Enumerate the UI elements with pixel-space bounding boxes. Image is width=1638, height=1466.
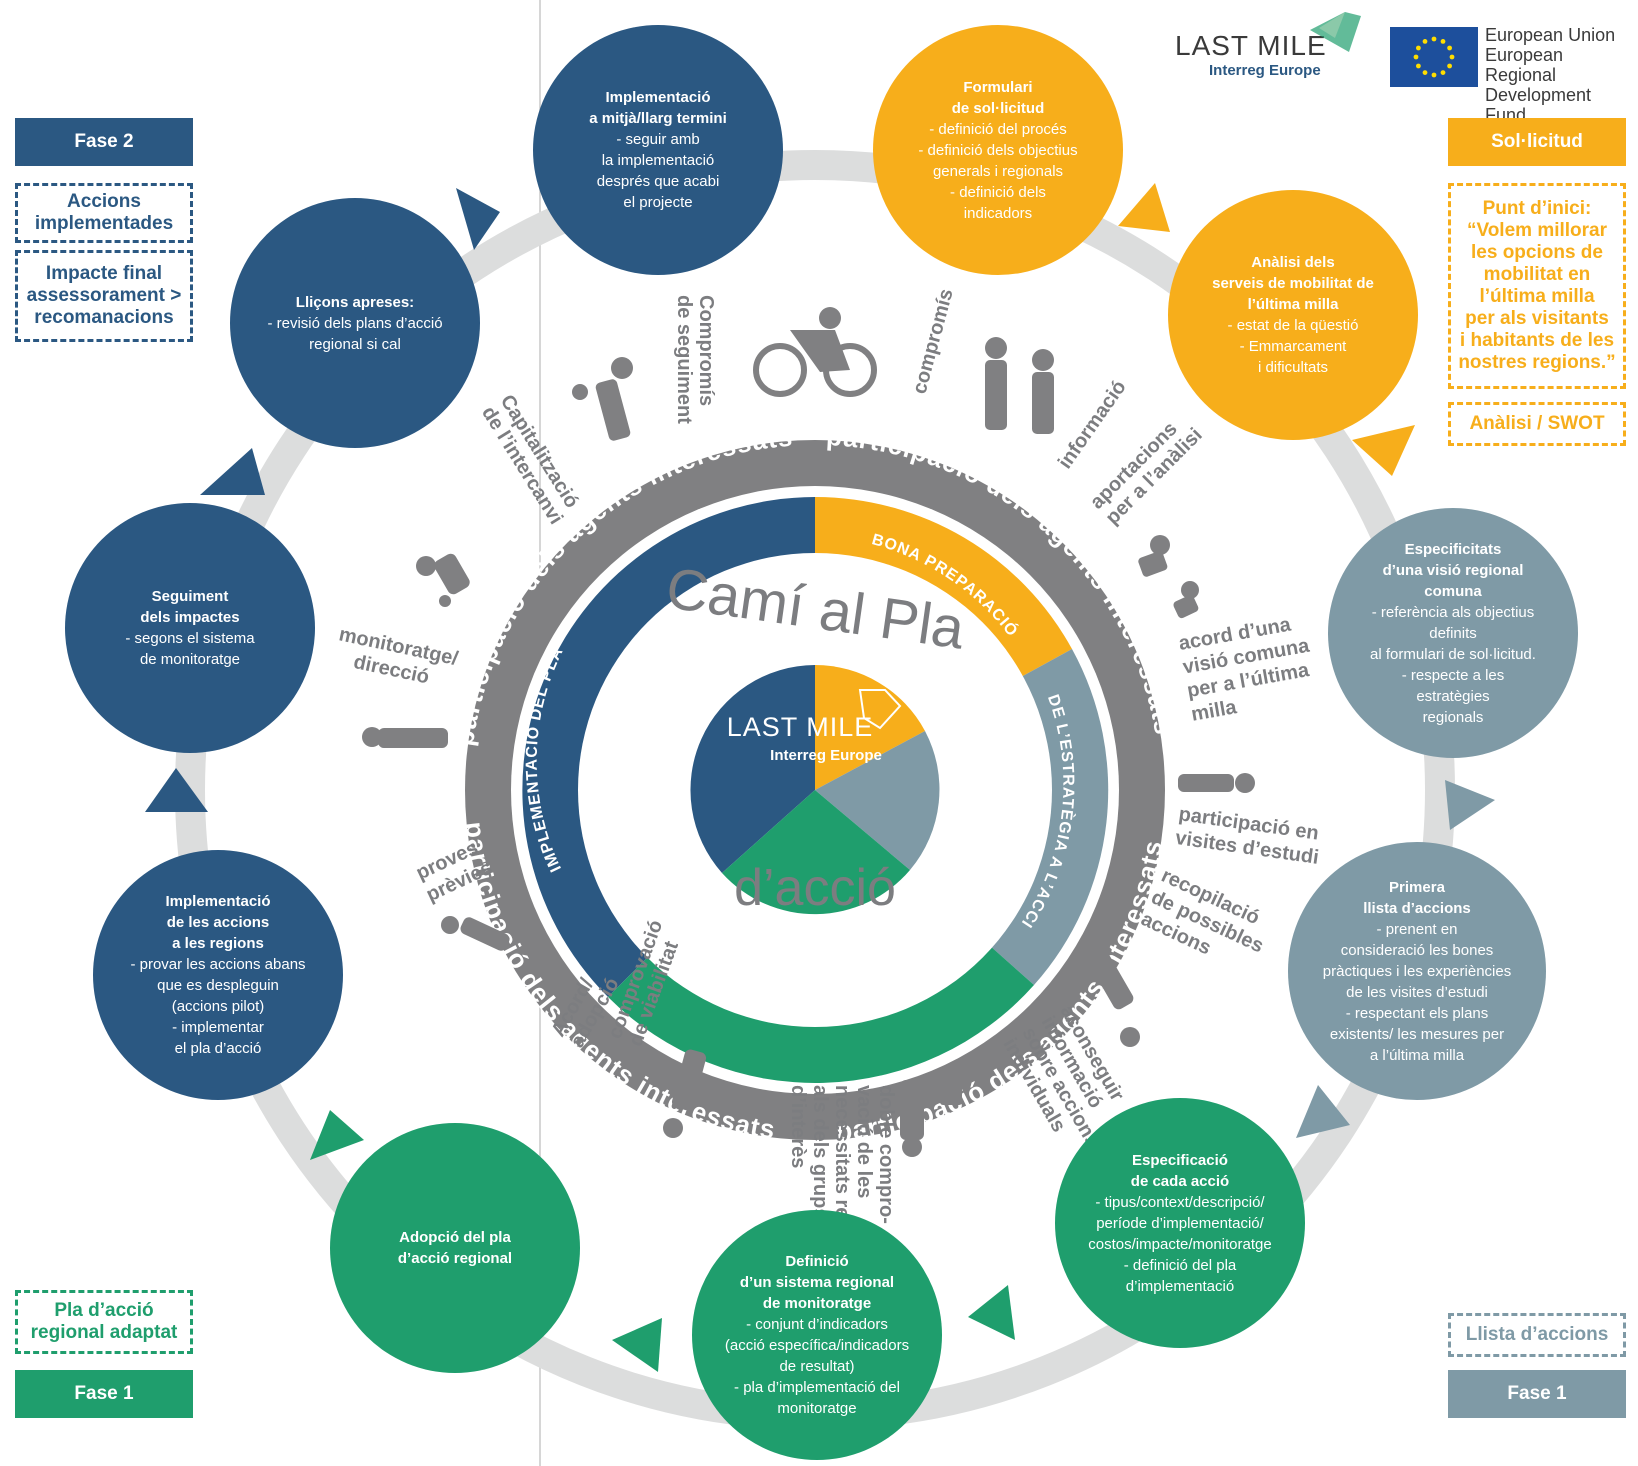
eu-line2: European Regional [1485,45,1564,85]
activity-label: monitoratge/ direcció [332,623,465,694]
parent-child-icon [572,357,633,441]
solicitud-badge: Sol·licitud [1448,118,1626,166]
solicitud-box-punt: Punt d’inici: “Volem millorar les opcion… [1448,183,1626,389]
skateboarder-icon [441,916,510,951]
arrow-marker [310,1110,364,1160]
activity-label: acord d’una visió comuna per a l’última … [1177,610,1325,726]
eu-logo: European Union European Regional Develop… [1390,25,1630,125]
arrow-marker [1118,183,1170,232]
fase1-box-pla-adaptat: Pla d’acció regional adaptat [15,1290,193,1354]
step-title: Anàlisi dels serveis de mobilitat de l’ú… [1212,254,1374,313]
step-title: Definició d’un sistema regional de monit… [739,1253,895,1312]
step-title: Especificació de cada acció [1130,1151,1230,1190]
center-title-line2: d’acció [734,859,896,917]
step-body: - estat de la qüestió - Emmarcament i di… [1227,317,1359,376]
pie-slate [815,731,940,870]
pie-orange [815,665,925,790]
arrow-marker [1445,780,1495,830]
step-body: - referència als objectius definits al f… [1370,603,1536,726]
pie-navy [690,665,815,873]
step-title: Implementació de les accions a les regio… [165,893,271,952]
step-especificacio-accio: Especificació de cada acció - tipus/cont… [1055,1098,1305,1348]
step-title: Seguiment dels impactes [140,588,240,626]
step-body: - segons el sistema de monitoratge [125,630,255,668]
backpacker-icon [1088,950,1140,1047]
step-body: - prenent en consideració les bones pràc… [1322,920,1512,1064]
logo-leaf-icon [1310,12,1361,52]
step-body: - seguir amb la implementació després qu… [596,131,720,211]
business-people-icon [985,337,1054,434]
solicitud-box-swot: Anàlisi / SWOT [1448,402,1626,446]
fase1-box-llista: Llista d’accions [1448,1313,1626,1357]
worker-icon [900,1075,962,1157]
step-body: - provar les accions abans que es desple… [130,956,306,1057]
step-seguiment-impactes: Seguiment dels impactes - segons el sist… [65,503,315,753]
arrow-marker [1352,425,1415,476]
logo-name: LAST MILE [1175,30,1327,61]
family-icon [1173,581,1199,619]
activity-label: doble compro- vació de les necessitats r… [787,1085,897,1231]
step-title: Implementació a mitjà/llarg termini [589,89,727,127]
arrow-marker [145,768,208,812]
step-adopcio-pla: Adopció del pla d’acció regional [330,1123,580,1373]
fase2-box-accions: Accions implementades [15,183,193,243]
step-title: Lliçons apreses: [295,293,415,311]
fase2-box-impacte: Impacte final assessorament > recomanaci… [15,250,193,342]
logo-sub: Interreg Europe [1209,62,1321,79]
walker-icon [663,1049,707,1138]
step-title: Adopció del pla d’acció regional [397,1229,513,1267]
step-formulari-solicitud: Formulari de sol·licitud - definició del… [873,25,1123,275]
step-analisi-serveis: Anàlisi dels serveis de mobilitat de l’ú… [1168,190,1418,440]
step-implementacio-llarg-termini: Implementació a mitjà/llarg termini - se… [533,25,783,275]
pie-green [722,790,910,915]
activity-label: compromís [909,286,958,396]
arrow-marker [968,1285,1015,1340]
arrow-marker [200,448,265,495]
activity-label: participació en visites d’estudi [1174,803,1326,869]
cyclist-icon [753,307,877,397]
step-implementacio-regions: Implementació de les accions a les regio… [93,850,343,1100]
step-llicons-apreses: Lliçons apreses: - revisió dels plans d’… [230,198,480,448]
step-body: - revisió dels plans d’acció regional si… [267,314,443,353]
eu-line1: European Union [1485,25,1616,45]
mother-child-icon [416,553,470,607]
activity-label: Capitalització de l’intercanvi [477,391,586,528]
step-title: Primera llista d’accions [1363,878,1471,917]
fase1-left-badge: Fase 1 [15,1370,193,1418]
pedestrian-icon [362,727,448,748]
eu-flag-icon [1390,27,1478,87]
step-body: - conjunt d’indicadors (acció específica… [724,1316,910,1417]
wheelchair-user-icon [1138,535,1170,577]
arrow-marker [1296,1085,1350,1138]
activity-label: recopilació de possibles accions [1138,865,1282,982]
step-body: - tipus/context/descripció/ període d’im… [1088,1193,1272,1295]
center-logo-sub: Interreg Europe [770,747,882,764]
arrow-marker [456,188,500,250]
center-logo-name: LAST MILE [727,712,874,742]
step-title: Formulari de sol·licitud [951,78,1045,117]
last-mile-logo: LAST MILE Interreg Europe [1175,12,1375,90]
activity-label: Compromís de seguiment [673,295,717,424]
step-body: - definició del procés - definició dels … [918,120,1078,222]
arrow-marker [612,1318,662,1372]
step-title: Especificitats d’una visió regional comu… [1382,540,1524,600]
traveller-icon [1178,773,1255,793]
center-logo-mark [858,689,902,730]
person-icons [362,307,1255,1157]
step-especificitats-visio: Especificitats d’una visió regional comu… [1328,508,1578,758]
fase1-right-badge: Fase 1 [1448,1370,1626,1418]
step-sistema-monitoratge: Definició d’un sistema regional de monit… [692,1210,942,1460]
activity-label: informació [1054,376,1131,472]
step-primera-llista: Primera llista d’accions - prenent en co… [1288,842,1546,1100]
fase2-badge: Fase 2 [15,118,193,166]
